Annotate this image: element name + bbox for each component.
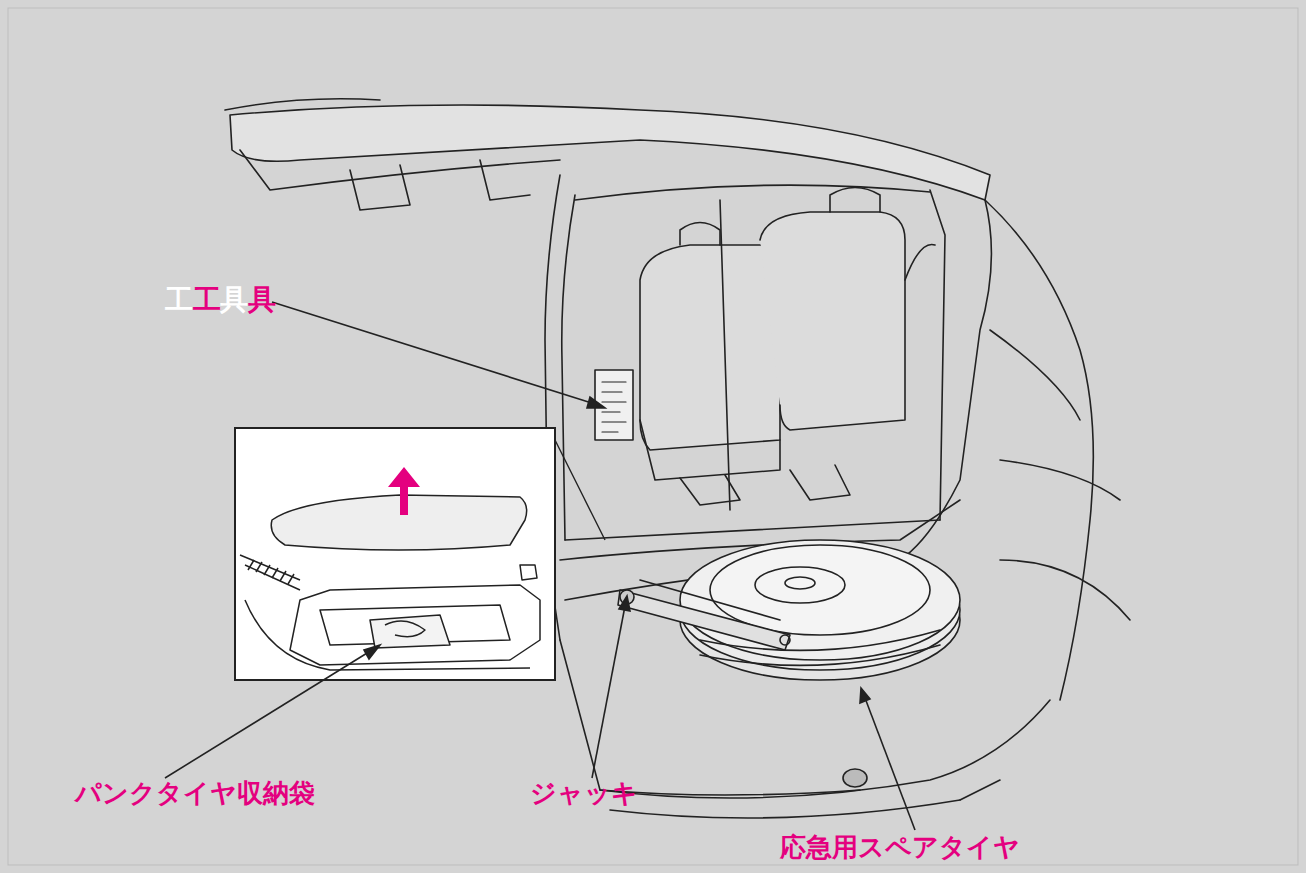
part-name: 応急用スペアタイヤ xyxy=(780,832,1020,862)
car-body xyxy=(225,99,1130,818)
part-name: ジャッキ xyxy=(530,778,638,808)
inset-box xyxy=(235,428,605,680)
frame xyxy=(8,8,1298,865)
lift-arrow xyxy=(388,467,420,515)
part-name: パンクタイヤ収納袋 xyxy=(75,778,315,808)
leader-lines xyxy=(165,302,915,830)
tool-label: 工具 xyxy=(193,285,303,315)
